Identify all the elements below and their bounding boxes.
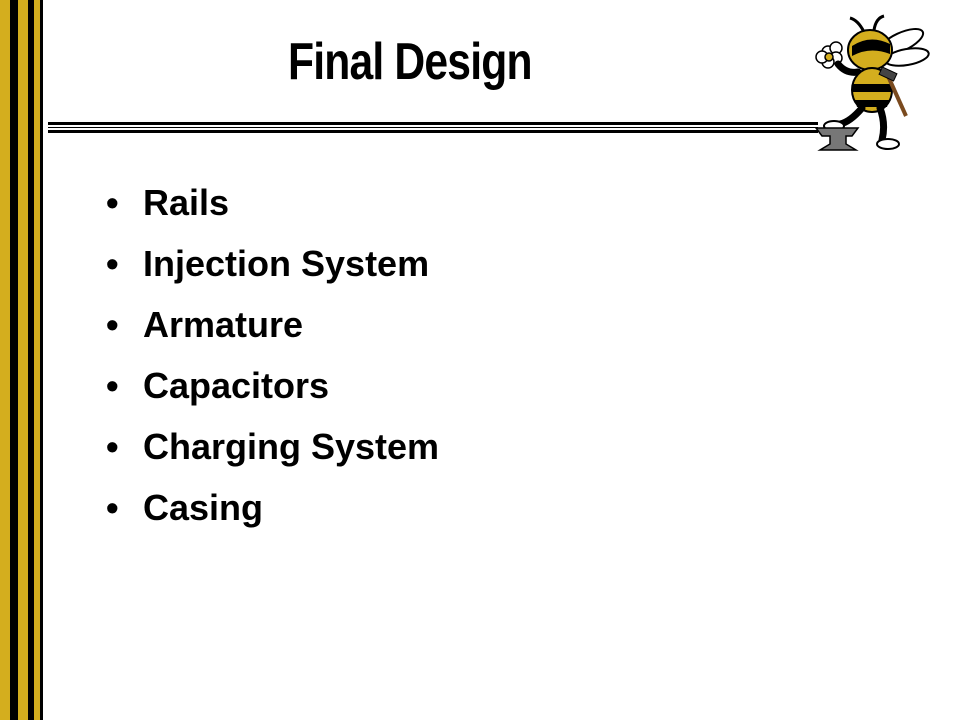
left-stripe-gold-inner: [34, 0, 40, 720]
bullet-item: • Armature: [106, 300, 439, 361]
left-stripe-gold-outer: [0, 0, 10, 720]
bullet-dot: •: [106, 487, 119, 528]
bullet-text: Rails: [143, 182, 230, 223]
slide-title: Final Design: [288, 33, 532, 91]
bullet-dot: •: [106, 182, 119, 223]
title-rule-bottom: [48, 130, 818, 133]
bullet-text: Capacitors: [143, 365, 330, 406]
bullet-item: • Charging System: [106, 422, 439, 483]
bullet-dot: •: [106, 426, 119, 467]
bullet-text: Injection System: [143, 243, 430, 284]
title-rule-top: [48, 122, 818, 125]
bullet-item: • Rails: [106, 178, 439, 239]
bullet-item: • Capacitors: [106, 361, 439, 422]
yellow-jacket-mascot-icon: [814, 14, 930, 151]
bullet-text: Casing: [143, 487, 264, 528]
bullet-item: • Casing: [106, 483, 439, 544]
bullet-dot: •: [106, 304, 119, 345]
left-stripe-gold-mid: [18, 0, 28, 720]
left-stripe-black-1: [10, 0, 18, 720]
title-rule-middle: [48, 127, 818, 128]
bullet-list: • Rails • Injection System • Armature • Capa…: [106, 178, 439, 544]
bullet-dot: •: [106, 243, 119, 284]
left-stripe-black-2: [28, 0, 34, 720]
bullet-dot: •: [106, 365, 119, 406]
bullet-text: Armature: [143, 304, 304, 345]
bullet-text: Charging System: [143, 426, 440, 467]
bullet-item: • Injection System: [106, 239, 439, 300]
left-stripe-black-3: [40, 0, 43, 720]
